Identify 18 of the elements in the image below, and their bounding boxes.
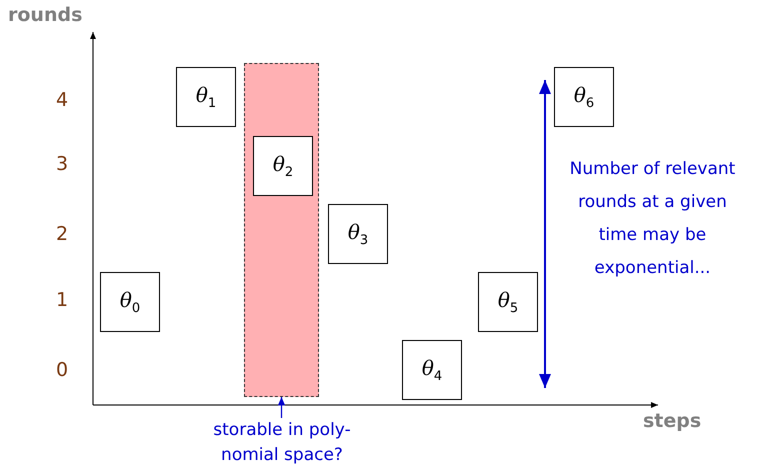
tick-label: 4 (54, 89, 70, 111)
parameter-box: θ$_{4}$ (402, 340, 462, 400)
axis-label: steps (643, 410, 702, 432)
parameter-box: θ$_{6}$ (554, 67, 614, 127)
tick-label: 2 (54, 223, 70, 245)
tick-label: 1 (54, 289, 70, 311)
parameter-box: θ$_{2}$ (253, 136, 313, 196)
parameter-box: θ$_{3}$ (328, 204, 388, 264)
axis-label: rounds (8, 4, 82, 26)
annotation: Number of relevant rounds at a given time may be exponential... (568, 158, 736, 280)
tick-label: 3 (54, 153, 70, 175)
highlight-band (244, 63, 319, 397)
tick-label: 0 (54, 359, 70, 381)
arrow (278, 397, 286, 418)
parameter-box: θ$_{0}$ (100, 272, 160, 332)
parameter-box: θ$_{1}$ (176, 67, 236, 127)
parameter-box: θ$_{5}$ (478, 272, 538, 332)
question-note: storable in poly- nomial space? (192, 418, 372, 470)
